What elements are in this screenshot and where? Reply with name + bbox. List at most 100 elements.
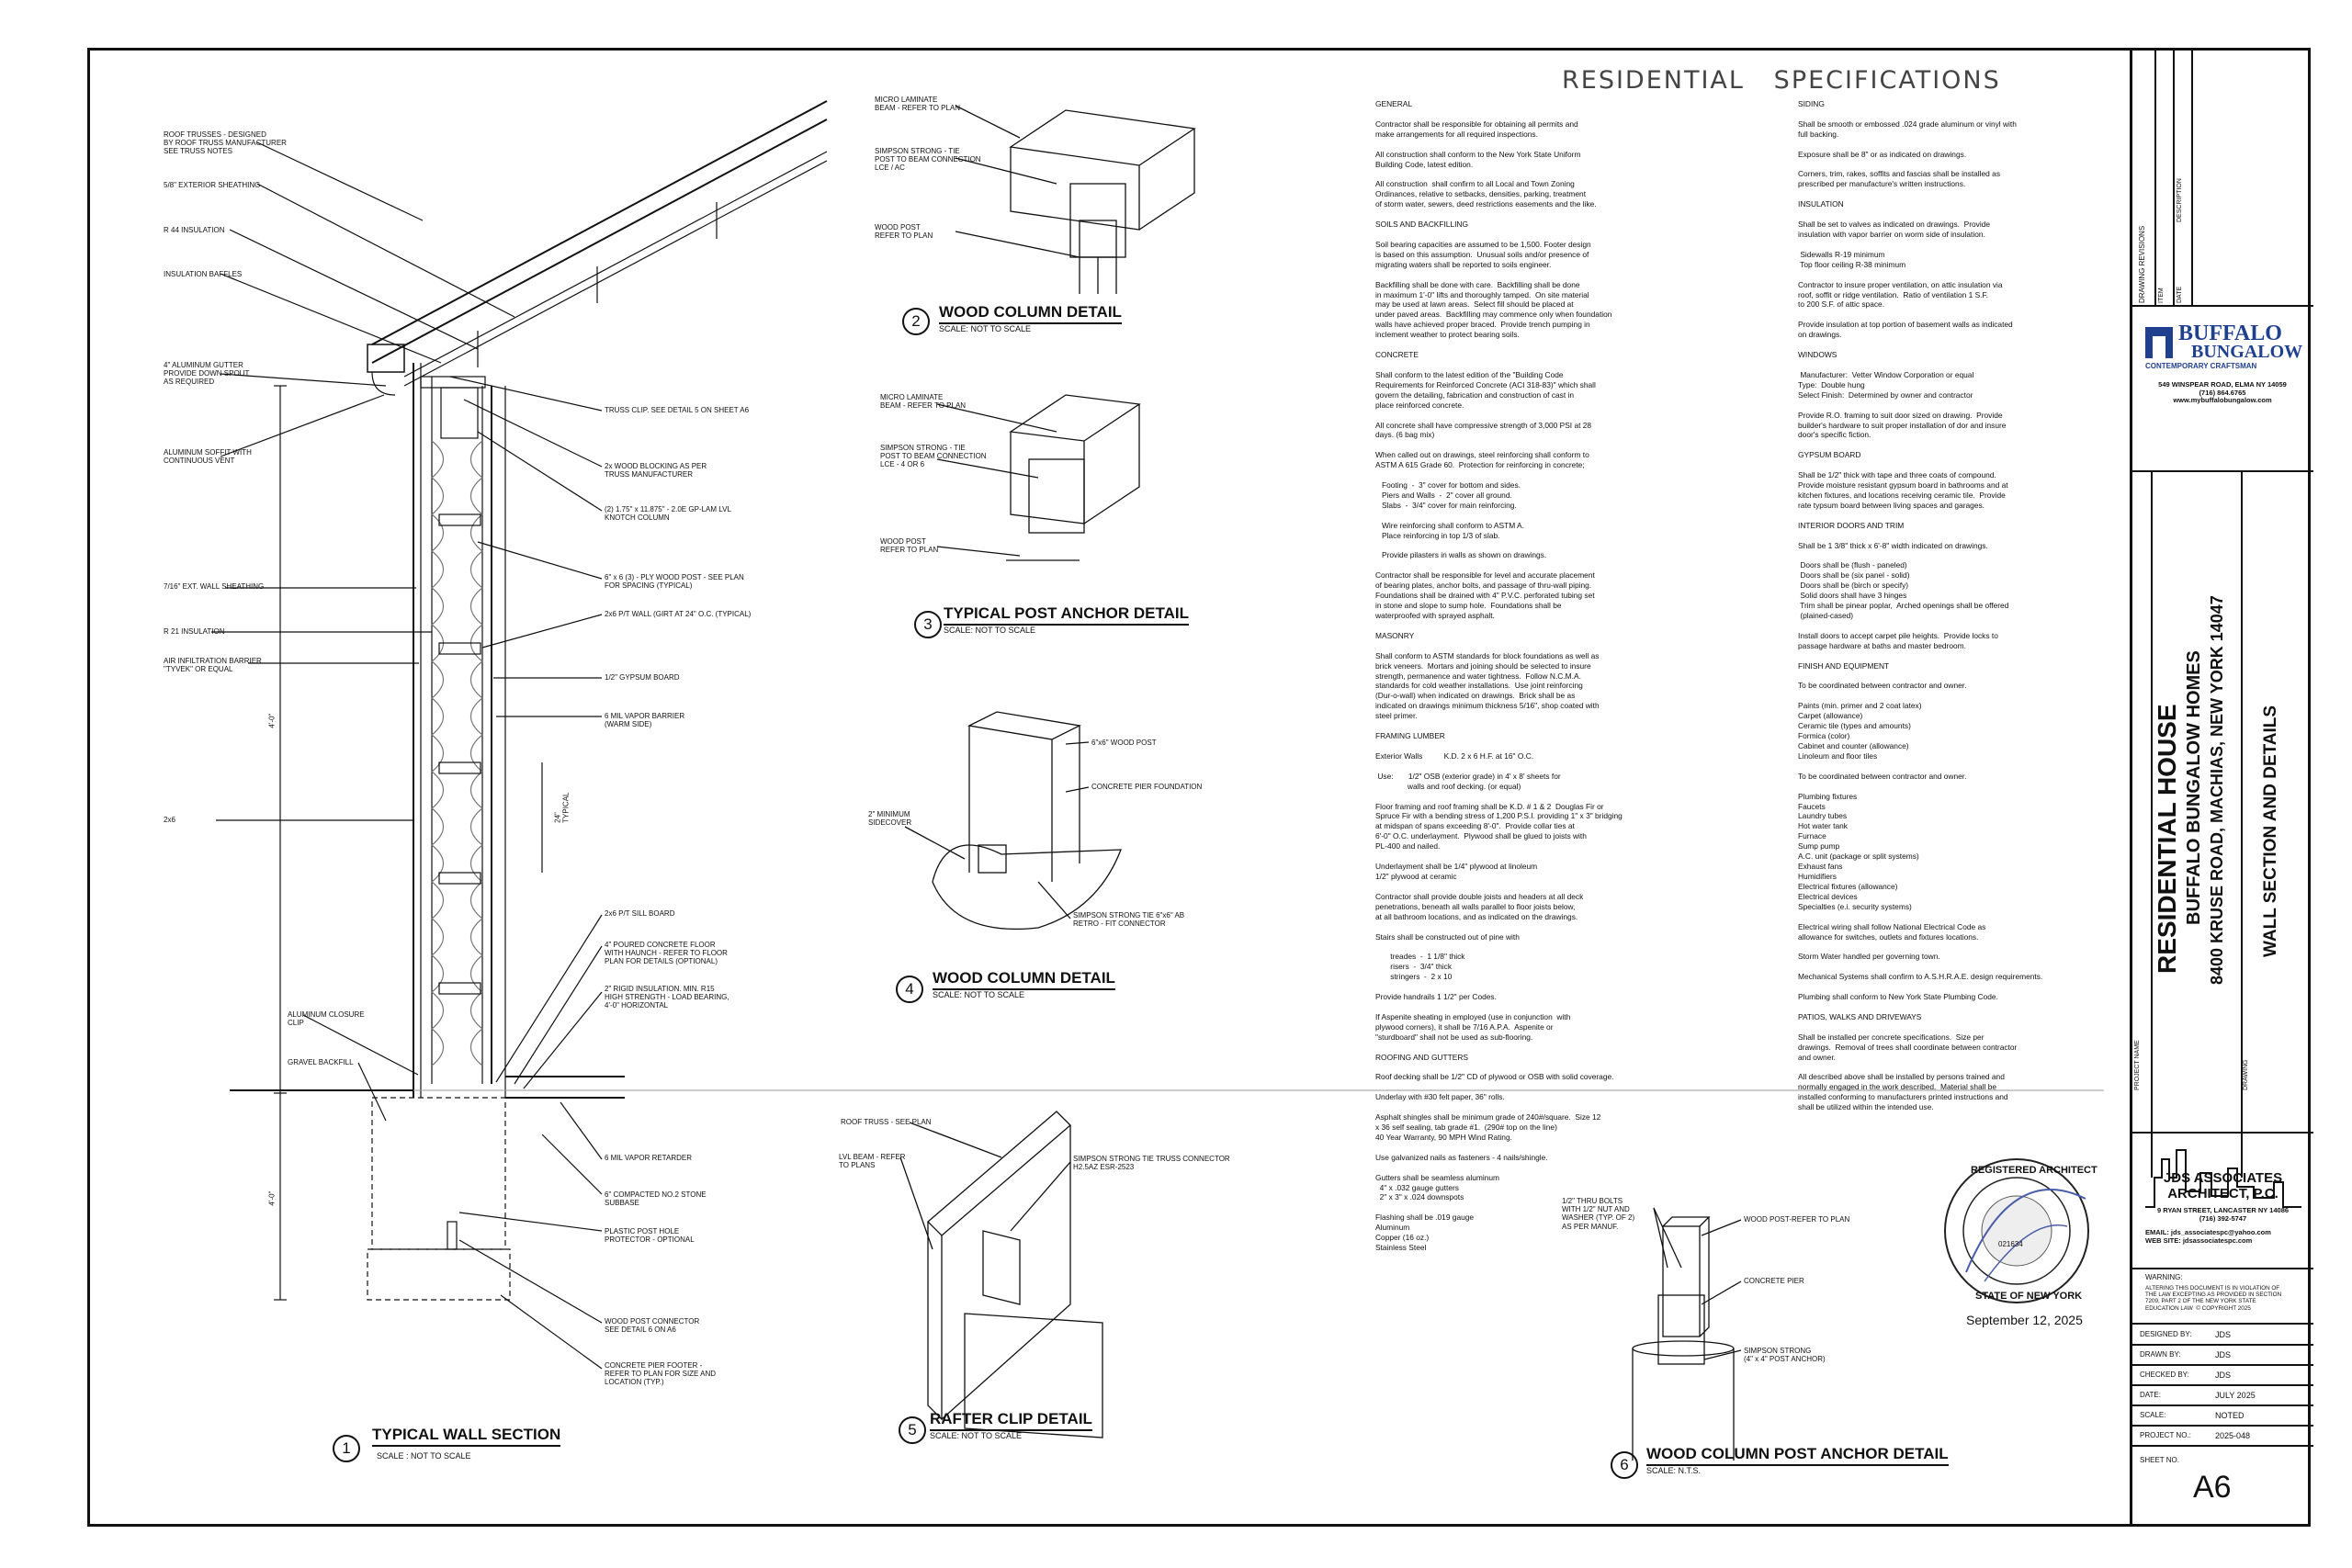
- dim-lower: 4'-0": [267, 1190, 277, 1206]
- wall-label-right-14: WOOD POST CONNECTOR SEE DETAIL 6 ON A6: [605, 1317, 700, 1335]
- detail5-label-2: LVL BEAM - REFER TO PLANS: [839, 1153, 906, 1170]
- architect-logo: [2145, 1149, 2301, 1208]
- detail6-label-3: CONCRETE PIER: [1744, 1277, 1804, 1285]
- detail5-number: 5: [899, 1416, 926, 1444]
- detail2-number: 2: [902, 308, 930, 335]
- title-block-row-label: DATE:: [2140, 1391, 2161, 1399]
- detail4-label-2: CONCRETE PIER FOUNDATION: [1091, 783, 1203, 791]
- detail3-scale: SCALE: NOT TO SCALE: [944, 626, 1036, 635]
- detail2-scale: SCALE: NOT TO SCALE: [939, 324, 1032, 333]
- rev-col-description: DESCRIPTION: [2177, 178, 2183, 222]
- detail2-label-1: MICRO LAMINATE BEAM - REFER TO PLAN: [875, 96, 961, 113]
- wall-label-left-1: ROOF TRUSSES - DESIGNED BY ROOF TRUSS MA…: [164, 130, 287, 156]
- detail3-label-1: MICRO LAMINATE BEAM - REFER TO PLAN: [880, 393, 967, 411]
- detail6-number: 6: [1611, 1451, 1638, 1479]
- detail4-title: WOOD COLUMN DETAIL: [933, 969, 1115, 990]
- title-block-row-value: JDS: [2215, 1371, 2232, 1380]
- dim-girt: 24" TYPICAL: [553, 792, 571, 823]
- wall-label-left-4: INSULATION BAFFLES: [164, 270, 243, 278]
- detail5-title: RAFTER CLIP DETAIL: [930, 1410, 1092, 1431]
- architect-name: JDS ASSOCIATES ARCHITECT, P.C.: [2163, 1170, 2283, 1202]
- wall-label-right-1: TRUSS CLIP. SEE DETAIL 5 ON SHEET A6: [605, 406, 750, 414]
- detail6-scale: SCALE: N.T.S.: [1646, 1466, 1702, 1475]
- detail6-label-1: 1/2" THRU BOLTS WITH 1/2" NUT AND WASHER…: [1562, 1197, 1635, 1231]
- title-block-row-label: DESIGNED BY:: [2140, 1330, 2192, 1338]
- wall-label-left-6: ALUMINUM SOFFIT WITH CONTINUOUS VENT: [164, 448, 252, 466]
- title-block-row-value: 2025-048: [2215, 1431, 2251, 1440]
- drawing-label: DRAWING: [2243, 1059, 2249, 1090]
- wall-label-right-12: 6" COMPACTED NO.2 STONE SUBBASE: [605, 1190, 707, 1208]
- drawing-title: WALL SECTION AND DETAILS: [2261, 705, 2280, 957]
- detail2-title: WOOD COLUMN DETAIL: [939, 303, 1122, 324]
- wall-label-left-8: R 21 INSULATION: [164, 627, 225, 636]
- sheet-number: A6: [2193, 1470, 2232, 1505]
- wall-label-right-13: PLASTIC POST HOLE PROTECTOR - OPTIONAL: [605, 1227, 695, 1245]
- project-subtitle: BUFFALO BUNGALOW HOMES: [2184, 650, 2204, 925]
- detail2-label-2: SIMPSON STRONG - TIE POST TO BEAM CONNEC…: [875, 147, 981, 173]
- warning-text: ALTERING THIS DOCUMENT IS IN VIOLATION O…: [2145, 1285, 2282, 1312]
- wall-label-right-15: CONCRETE PIER FOOTER - REFER TO PLAN FOR…: [605, 1361, 717, 1387]
- architect-seal: [1944, 1158, 2089, 1303]
- wall-label-left-5: 4" ALUMINUM GUTTER PROVIDE DOWN SPOUT AS…: [164, 361, 250, 387]
- title-block-row-label: CHECKED BY:: [2140, 1371, 2189, 1379]
- specifications-column-1: GENERAL Contractor shall be responsible …: [1375, 99, 1623, 1253]
- rev-col-date: DATE: [2177, 286, 2183, 303]
- project-name-label: PROJECT NAME: [2134, 1040, 2141, 1090]
- title-block-row-value: JDS: [2215, 1350, 2232, 1359]
- dim-upper: 4'-0": [267, 713, 277, 728]
- wall-label-left-7: 7/16" EXT. WALL SHEATHING: [164, 582, 265, 591]
- wall-label-left-3: R 44 INSULATION: [164, 226, 225, 234]
- detail1-scale: SCALE : NOT TO SCALE: [377, 1451, 471, 1461]
- project-address: 8400 KRUSE ROAD, MACHIAS, NEW YORK 14047: [2208, 595, 2226, 985]
- rev-col-item: ITEM: [2158, 288, 2165, 303]
- detail3-number: 3: [914, 611, 942, 638]
- detail2-label-3: WOOD POST REFER TO PLAN: [875, 223, 933, 241]
- company-name-2: BUNGALOW: [2191, 342, 2303, 362]
- company-name: BUFFALO: [2178, 321, 2282, 345]
- wall-label-right-3: (2) 1.75" x 11.875" - 2.0E GP-LAM LVL KN…: [605, 505, 731, 523]
- wall-label-right-8: 2x6 P/T SILL BOARD: [605, 909, 675, 918]
- title-block-row-label: SCALE:: [2140, 1411, 2166, 1419]
- company-logo: BUFFALO BUNGALOW CONTEMPORARY CRAFTSMAN: [2145, 321, 2303, 370]
- detail4-number: 4: [896, 976, 923, 1003]
- detail4-label-1: 6"x6" WOOD POST: [1091, 739, 1157, 747]
- detail4-scale: SCALE: NOT TO SCALE: [933, 990, 1025, 999]
- wall-label-right-11: 6 MIL VAPOR RETARDER: [605, 1154, 692, 1162]
- seal-date: September 12, 2025: [1966, 1313, 2083, 1327]
- detail3-label-2: SIMPSON STRONG - TIE POST TO BEAM CONNEC…: [880, 444, 987, 469]
- wall-label-right-4: 6" x 6 (3) - PLY WOOD POST - SEE PLAN FO…: [605, 573, 744, 591]
- detail5-scale: SCALE: NOT TO SCALE: [930, 1431, 1023, 1440]
- title-block-row-value: NOTED: [2215, 1411, 2245, 1420]
- specifications-title: RESIDENTIAL SPECIFICATIONS: [1562, 66, 2001, 95]
- title-block-row-label: PROJECT NO.:: [2140, 1431, 2191, 1439]
- wall-label-right-10: 2" RIGID INSULATION. MIN. R15 HIGH STREN…: [605, 985, 729, 1010]
- detail1-number: 1: [333, 1435, 360, 1462]
- wall-label-right-9: 4" POURED CONCRETE FLOOR WITH HAUNCH - R…: [605, 941, 728, 966]
- wall-label-left-11: ALUMINUM CLOSURE CLIP: [288, 1010, 365, 1028]
- wall-label-left-2: 5/8" EXTERIOR SHEATHING: [164, 181, 261, 189]
- detail5-label-1: ROOF TRUSS - SEE PLAN: [841, 1118, 932, 1126]
- company-tagline: CONTEMPORARY CRAFTSMAN: [2145, 362, 2257, 370]
- project-title: RESIDENTIAL HOUSE: [2153, 704, 2181, 974]
- seal-text-bottom: STATE OF NEW YORK: [1975, 1291, 2083, 1302]
- detail3-label-3: WOOD POST REFER TO PLAN: [880, 537, 939, 555]
- detail6-label-4: SIMPSON STRONG (4" x 4" POST ANCHOR): [1744, 1347, 1826, 1364]
- wall-label-right-2: 2x WOOD BLOCKING AS PER TRUSS MANUFACTUR…: [605, 462, 707, 479]
- wall-label-left-9: AIR INFILTRATION BARRIER "TYVEK" OR EQUA…: [164, 657, 262, 674]
- detail6-title: WOOD COLUMN POST ANCHOR DETAIL: [1646, 1445, 1949, 1466]
- title-block: DRAWING REVISIONS ITEM DATE DESCRIPTION …: [2130, 48, 2313, 1527]
- specifications-column-2: SIDING Shall be smooth or embossed .024 …: [1798, 99, 2043, 1112]
- detail6-label-2: WOOD POST-REFER TO PLAN: [1744, 1215, 1850, 1224]
- title-block-row-value: JDS: [2215, 1330, 2232, 1339]
- title-block-row-value: JULY 2025: [2215, 1391, 2256, 1400]
- drawing-sheet-border: [87, 48, 2311, 1527]
- architect-email: EMAIL: jds_associatespc@yahoo.com WEB SI…: [2145, 1228, 2271, 1245]
- revisions-label: DRAWING REVISIONS: [2138, 225, 2146, 303]
- company-address: 549 WINSPEAR ROAD, ELMA NY 14059 (716) 8…: [2158, 380, 2287, 405]
- seal-number: 021634: [1998, 1240, 2023, 1248]
- wall-label-right-5: 2x6 P/T WALL (GIRT AT 24" O.C. (TYPICAL): [605, 610, 752, 618]
- detail5-label-3: SIMPSON STRONG TIE TRUSS CONNECTOR H2.5A…: [1073, 1155, 1230, 1172]
- seal-text-top: REGISTERED ARCHITECT: [1971, 1165, 2098, 1176]
- warning-label: WARNING:: [2145, 1273, 2183, 1281]
